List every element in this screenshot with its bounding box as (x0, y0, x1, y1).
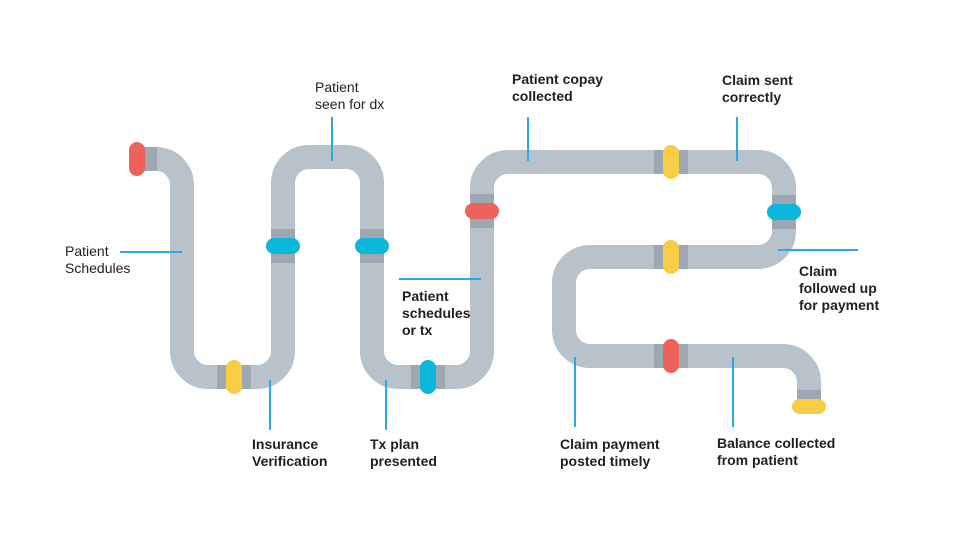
label-patient-schedules: Patient Schedules (65, 243, 131, 276)
pipe (140, 145, 821, 402)
label-balance-collected: Balance collected from patient (717, 435, 836, 468)
outlet-cap (792, 390, 826, 414)
valve-4 (411, 360, 445, 394)
label-patient-copay-collected: Patient copay collected (512, 71, 604, 104)
label-claim-payment-posted: Claim payment posted timely (560, 436, 660, 469)
label-claim-sent-correctly: Claim sent correctly (722, 72, 793, 105)
inlet-cap (129, 142, 157, 176)
label-tx-plan-presented: Tx plan presented (370, 436, 437, 469)
label-claim-followed-up: Claim followed up for payment (799, 263, 880, 313)
valve-2 (266, 229, 300, 263)
valve-1 (217, 360, 251, 394)
label-patient-schedules-or-tx: Patient schedules or tx (402, 288, 471, 338)
valve-6 (654, 145, 688, 179)
label-insurance-verification: Insurance Verification (252, 436, 328, 469)
label-patient-seen-for-dx: Patient seen for dx (315, 79, 385, 112)
valve-5 (465, 194, 499, 228)
valve-8 (654, 240, 688, 274)
valve-3 (355, 229, 389, 263)
valve-7 (767, 195, 801, 229)
valve-9 (654, 339, 688, 373)
